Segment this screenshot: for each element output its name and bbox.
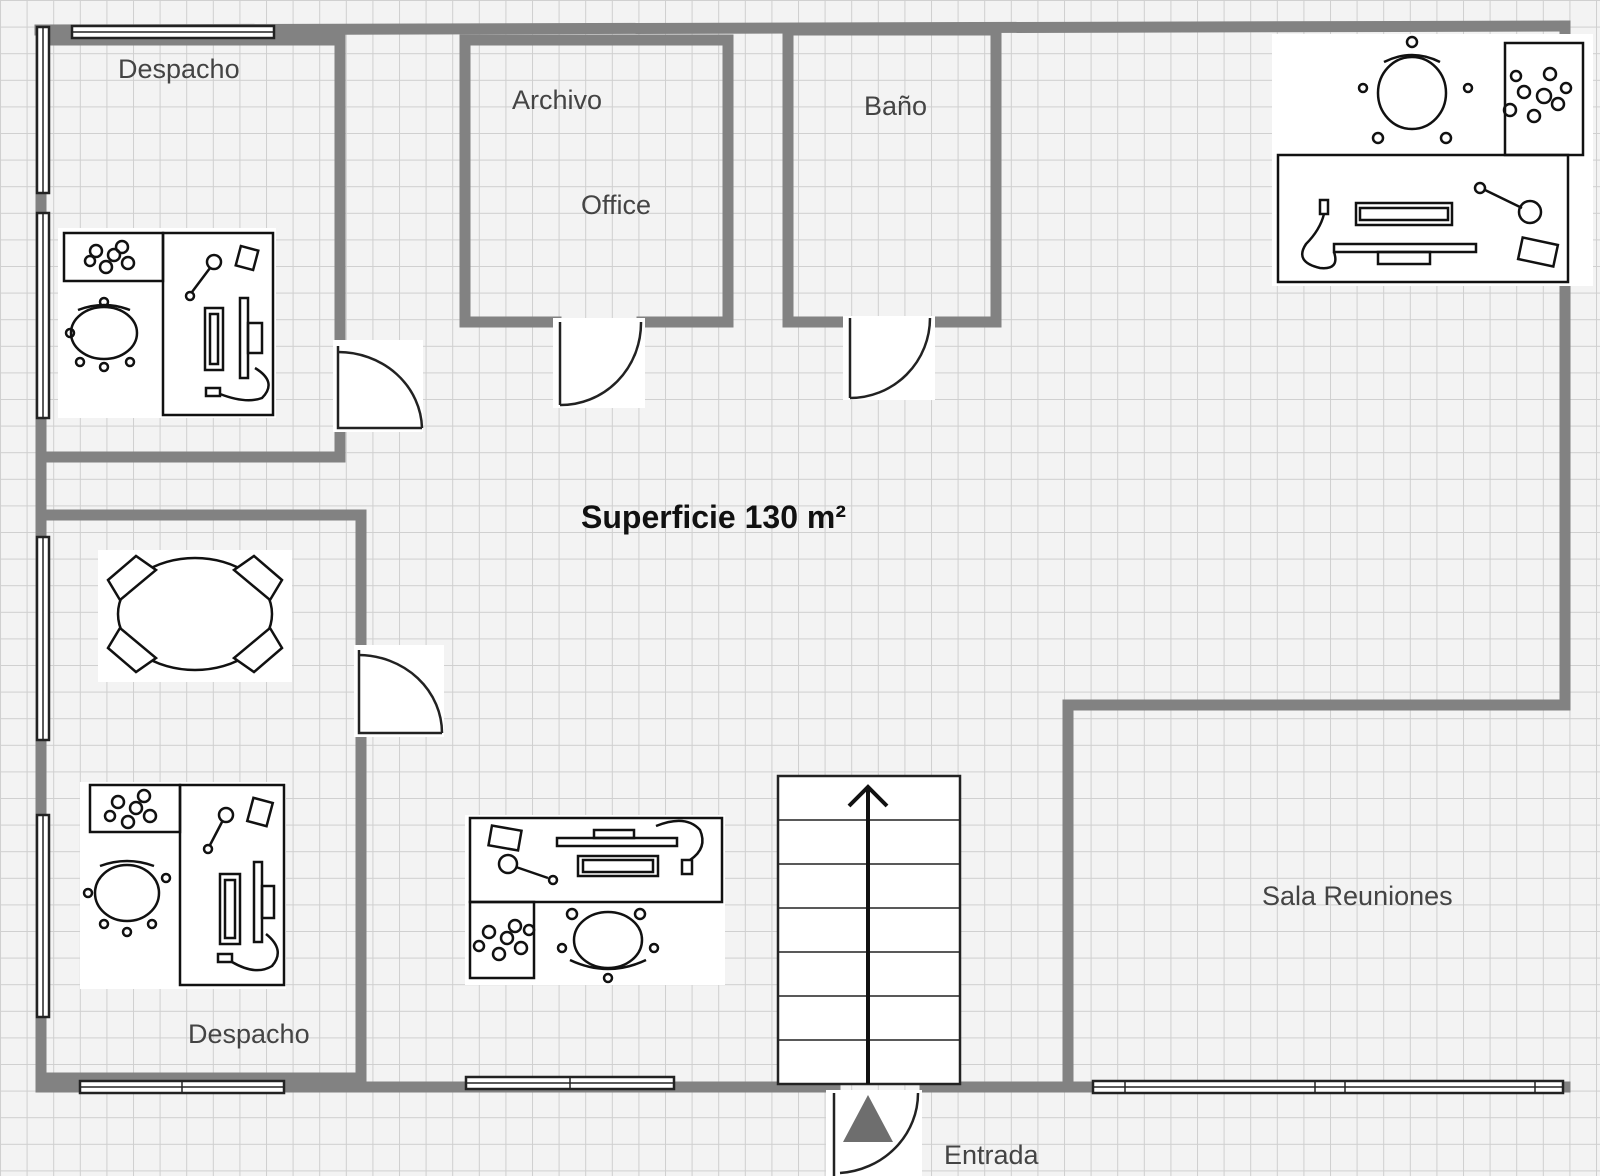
desk-set-top-left	[58, 228, 276, 418]
meeting-table	[98, 550, 292, 682]
room-label-bano: Baño	[864, 91, 927, 121]
room-label-sala-reuniones: Sala Reuniones	[1262, 881, 1453, 911]
triangle-icon	[843, 1095, 893, 1142]
walls	[34, 20, 1571, 1093]
windows	[35, 24, 1565, 1095]
room-label-entrada: Entrada	[944, 1140, 1040, 1170]
room-label-despacho-top: Despacho	[118, 54, 240, 84]
up-arrow-icon	[847, 784, 889, 1084]
desk-set-bottom-left	[80, 782, 286, 989]
desk-set-top-right	[1272, 34, 1593, 286]
desk-set-center	[465, 815, 725, 985]
room-label-archivo: Archivo	[512, 85, 602, 115]
stairs	[776, 774, 962, 1086]
room-label-despacho-bottom: Despacho	[188, 1019, 310, 1049]
plan-title: Superficie 130 m²	[581, 499, 846, 535]
room-label-office: Office	[581, 190, 651, 220]
